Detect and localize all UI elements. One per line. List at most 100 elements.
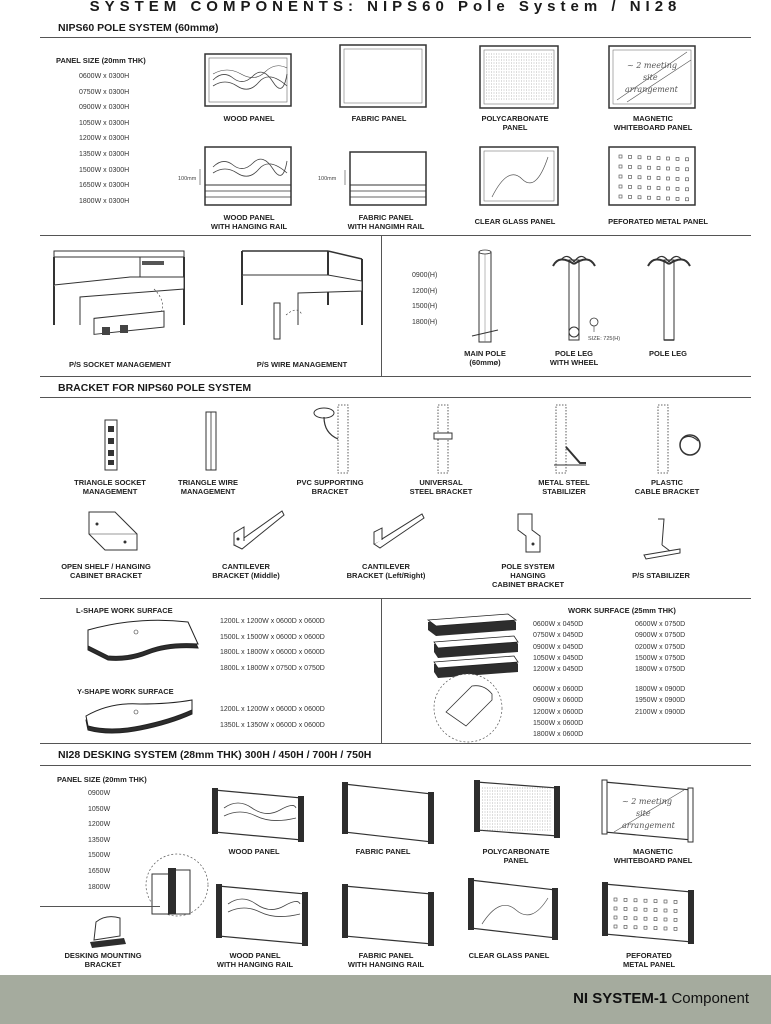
- wire-management-illustration: [241, 250, 363, 340]
- surface-size: 0600W x 0600D: [533, 686, 584, 693]
- surface-size: 2100W x 0900D: [635, 708, 686, 716]
- surface-size: 0750W x 0450D: [533, 632, 584, 640]
- work-surface-title: WORK SURFACE (25mm THK): [568, 606, 676, 615]
- svg-text:~ 2 meeting: ~ 2 meeting: [627, 61, 677, 70]
- rail-dim: 100mm: [318, 176, 337, 182]
- page-title: SYSTEM COMPONENTS: NIPS60 Pole System / …: [89, 0, 682, 15]
- surface-size: 0900W x 0600D: [533, 697, 584, 705]
- work-surface-sizes-col1: 0600W x 0450D 0750W x 0450D 0900W x 0450…: [533, 621, 583, 677]
- divider: [381, 598, 382, 743]
- surface-size: 1200W x 0600D: [533, 708, 584, 716]
- bracket-label: P/S STABILIZER: [632, 571, 690, 580]
- surface-size: 1800L x 1800W x 0600D x 0600D: [220, 649, 325, 657]
- divider: [40, 235, 751, 236]
- divider: [40, 397, 751, 398]
- ni28-wood-panel-illustration: [212, 788, 304, 842]
- pole-size-note: SIZE: 725(H): [588, 336, 621, 342]
- panel-label: FABRIC PANEL: [351, 114, 407, 123]
- surface-size: 1200L x 1200W x 0600D x 0600D: [220, 706, 325, 713]
- surface-size: 1800W x 0900D: [635, 686, 686, 693]
- perforated-panel-illustration: [608, 146, 696, 206]
- pole-height: 1200(H): [412, 287, 438, 295]
- socket-management-illustration: [53, 250, 185, 335]
- svg-text:site: site: [643, 73, 658, 82]
- pvc-bracket-illustration: [313, 404, 349, 474]
- ni28-size-list: 0900W 1050W 1200W 1350W 1500W 1650W 1800…: [88, 790, 110, 899]
- ni28-fabric-panel-illustration: [342, 782, 434, 844]
- ni28-fabric-panel-rail-illustration: [342, 884, 434, 946]
- surface-size: 0900W x 0450D: [533, 643, 584, 651]
- lshape-sizes: 1200L x 1200W x 0600D x 0600D 1500L x 15…: [220, 618, 325, 681]
- panel-size-item: 1650W: [88, 867, 111, 875]
- pole-heights: 0900(H) 1200(H) 1500(H) 1800(H): [412, 272, 437, 334]
- ni28-polycarbonate-panel-illustration: [474, 780, 560, 838]
- footer-band: [0, 975, 771, 1024]
- panel-size-item: 1200W: [88, 821, 111, 829]
- panel-size-item: 1800W: [88, 883, 111, 891]
- whiteboard-panel-illustration: ~ 2 meeting site arrangement: [608, 45, 696, 109]
- panel-size-item: 1050W: [88, 805, 111, 813]
- divider: [40, 765, 751, 766]
- svg-text:arrangement: arrangement: [625, 85, 679, 94]
- ps-stabilizer-illustration: [643, 518, 681, 560]
- surface-size: 1950W x 0900D: [635, 697, 686, 705]
- divider: [40, 598, 751, 599]
- surface-size: 1800W x 0750D: [635, 666, 686, 674]
- divider: [381, 235, 382, 376]
- surface-size: 0600W x 0750D: [635, 621, 686, 628]
- surface-size: 0600W x 0450D: [533, 621, 584, 628]
- work-surface-detail-illustration: [433, 673, 503, 743]
- panel-label: PEFORATED METAL PANEL: [608, 217, 708, 226]
- wire-management-label: P/S WIRE MANAGEMENT: [256, 360, 348, 369]
- yshape-surface-illustration: [85, 699, 193, 734]
- panel-connector-detail-illustration: [145, 853, 209, 917]
- surface-size: 1800W x 0600D: [533, 731, 584, 739]
- surface-size: 1200L x 1200W x 0600D x 0600D: [220, 618, 325, 625]
- triangle-socket-illustration: [104, 419, 118, 471]
- desking-bracket-illustration: [90, 916, 126, 948]
- panel-label: CLEAR GLASS PANEL: [468, 951, 550, 960]
- surface-size: 1500W x 0750D: [635, 654, 686, 662]
- surface-size: 1500L x 1500W x 0600D x 0600D: [220, 633, 325, 641]
- surface-size: 1800L x 1800W x 0750D x 0750D: [220, 665, 325, 673]
- ni28-heading: NI28 DESKING SYSTEM (28mm THK) 300H / 45…: [58, 749, 372, 761]
- fabric-panel-illustration: [339, 44, 427, 108]
- panel-label: FABRIC PANEL: [355, 847, 411, 856]
- panel-size-item: 0750W x 0300H: [79, 88, 130, 96]
- bracket-heading: BRACKET FOR NIPS60 POLE SYSTEM: [58, 382, 252, 394]
- pole-leg-wheel-illustration: [552, 255, 599, 341]
- plastic-cable-bracket-illustration: [657, 404, 701, 474]
- triangle-wire-illustration: [205, 411, 217, 471]
- panel-size-title: PANEL SIZE (20mm THK): [56, 56, 146, 65]
- main-pole-label: MAIN POLE(60mmø): [464, 349, 506, 367]
- pole-leg-illustration: [647, 255, 691, 341]
- nips60-heading: NIPS60 POLE SYSTEM (60mmø): [58, 22, 219, 34]
- footer-title: NI SYSTEM-1 Component: [573, 990, 749, 1007]
- hanging-cabinet-bracket-illustration: [517, 513, 541, 553]
- panel-size-item: 1800W x 0300H: [79, 197, 130, 205]
- work-surface-sizes-col1b: 0600W x 0600D 0900W x 0600D 1200W x 0600…: [533, 686, 583, 742]
- ni28-perforated-panel-illustration: [602, 882, 694, 944]
- panel-size-item: 1050W x 0300H: [79, 119, 130, 127]
- work-surface-sizes-col2: 0600W x 0750D 0900W x 0750D 0200W x 0750…: [635, 621, 685, 677]
- panel-label: WOOD PANEL: [228, 847, 280, 856]
- divider: [40, 37, 751, 38]
- panel-size-list: 0600W x 0300H 0750W x 0300H 0900W x 0300…: [79, 73, 129, 213]
- svg-text:~ 2 meeting: ~ 2 meeting: [622, 797, 672, 806]
- surface-size: 0900W x 0750D: [635, 632, 686, 640]
- pole-height: 1500(H): [412, 303, 438, 310]
